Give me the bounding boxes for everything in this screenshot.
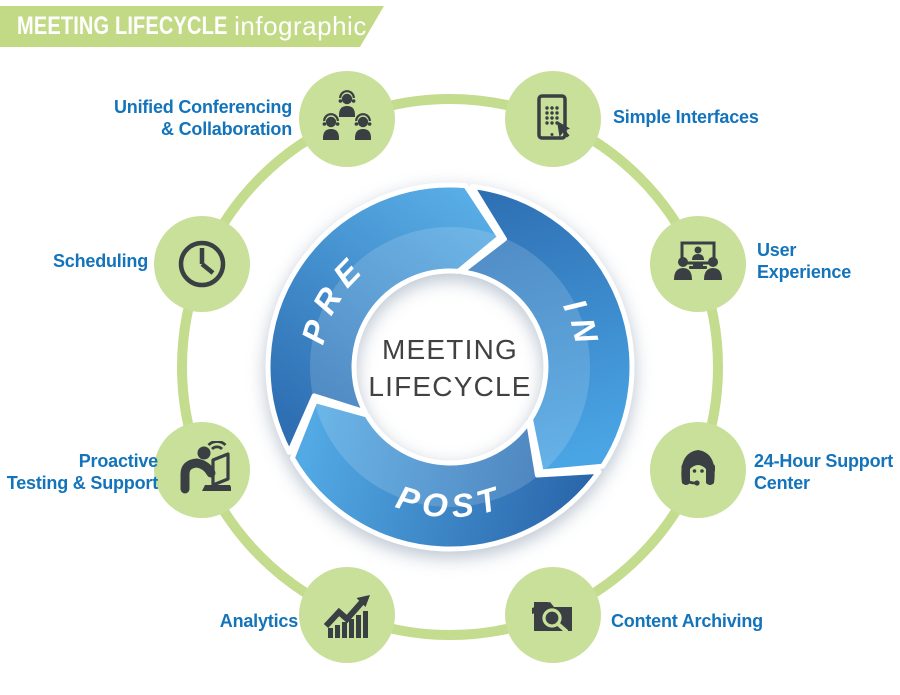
ring-segment-in xyxy=(459,184,635,475)
folder-search-icon xyxy=(532,602,572,633)
node-simple-interfaces xyxy=(505,71,601,167)
label-line: Unified Conferencing xyxy=(113,97,292,117)
person-laptop-wifi-icon xyxy=(180,441,231,494)
label-line: & Collaboration xyxy=(161,119,292,139)
label-line: 24-Hour Support xyxy=(754,451,893,471)
wheel-center-title: MEETING LIFECYCLE xyxy=(350,331,550,405)
label-line: User xyxy=(757,240,797,260)
node-unified-conferencing xyxy=(299,71,395,167)
label-user-experience: User Experience xyxy=(757,239,851,283)
page-title: MEETING LIFECYCLE xyxy=(17,12,228,40)
center-title-line: LIFECYCLE xyxy=(368,371,532,402)
support-agent-headset-icon xyxy=(681,450,715,486)
label-unified-conferencing: Unified Conferencing & Collaboration xyxy=(114,96,292,140)
label-line: Center xyxy=(754,473,810,493)
label-line: Testing & Support xyxy=(6,473,158,493)
label-content-archiving: Content Archiving xyxy=(611,610,763,632)
label-proactive-testing: Proactive Testing & Support xyxy=(7,450,158,494)
conference-team-headsets-icon xyxy=(321,90,373,142)
label-line: Scheduling xyxy=(52,251,148,271)
label-scheduling: Scheduling xyxy=(53,250,148,272)
page-subtitle: infographic xyxy=(234,11,367,41)
node-scheduling xyxy=(154,216,250,312)
label-line: Experience xyxy=(757,262,852,282)
node-proactive-testing xyxy=(154,422,250,518)
node-content-archiving xyxy=(505,567,601,663)
clock-icon xyxy=(178,240,226,288)
label-support-center: 24-Hour Support Center xyxy=(754,450,893,494)
tablet-cursor-icon xyxy=(537,94,570,140)
label-analytics: Analytics xyxy=(220,610,298,632)
node-user-experience xyxy=(650,216,746,312)
ring-segment-post xyxy=(289,398,602,552)
label-line: Analytics xyxy=(219,611,298,631)
label-simple-interfaces: Simple Interfaces xyxy=(613,106,759,128)
lifecycle-ring: PRE IN POST xyxy=(265,182,635,552)
label-line: Proactive xyxy=(78,451,158,471)
label-line: Simple Interfaces xyxy=(613,107,759,127)
node-support-center xyxy=(650,422,746,518)
ring-segment-pre xyxy=(265,182,503,455)
center-title-line: MEETING xyxy=(382,334,518,365)
label-line: Content Archiving xyxy=(611,611,763,631)
header-banner: MEETING LIFECYCLE infographic xyxy=(0,6,384,47)
growth-bar-chart-icon xyxy=(323,595,370,638)
ring-inner-highlight xyxy=(310,227,590,507)
video-conference-screen-icon xyxy=(674,241,722,280)
node-analytics xyxy=(299,567,395,663)
